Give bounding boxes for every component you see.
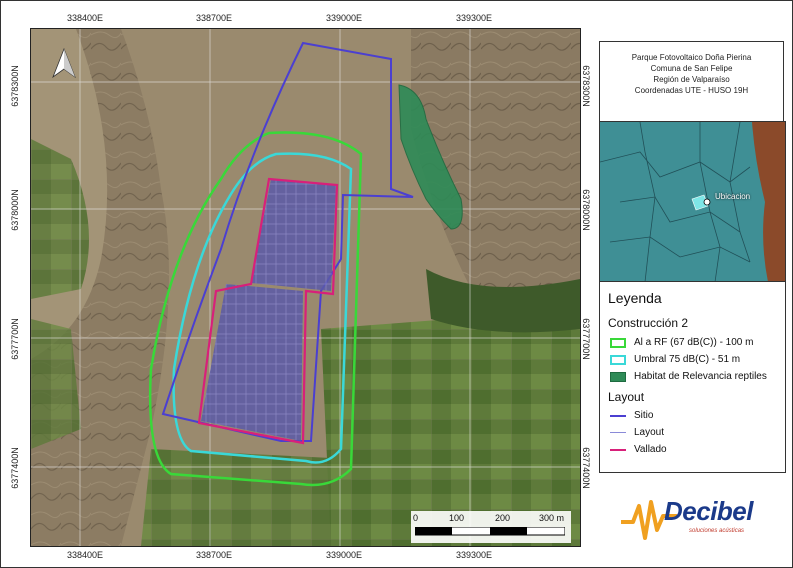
habitat-reptiles-polygon[interactable] — [398, 84, 463, 230]
coord-right-1: 6378300N — [581, 65, 591, 107]
coord-top-1: 338400E — [67, 13, 104, 23]
inset-canvas — [600, 122, 785, 282]
scale-label-100: 100 — [449, 513, 465, 523]
fields-south-east — [321, 309, 580, 546]
coordinate-grid — [31, 29, 580, 546]
scale-label-200: 200 — [495, 513, 511, 523]
inset-neighbor-area — [752, 122, 785, 282]
coord-left-4: 6377400N — [10, 447, 20, 489]
commune-name: Comuna de San Felipe — [650, 64, 733, 73]
coord-left-2: 6378000N — [10, 189, 20, 231]
legend-label-layout: Layout — [634, 427, 665, 438]
coord-right-3: 6377700N — [581, 318, 591, 360]
scale-label-300: 300 m — [539, 513, 565, 523]
riparian-vegetation — [426, 269, 580, 333]
scale-label-0: 0 — [413, 513, 419, 523]
north-arrow-icon — [52, 47, 76, 79]
buffer-51m[interactable] — [172, 152, 353, 464]
scale-bar-graphic — [415, 527, 565, 536]
coord-right-2: 6378000N — [581, 189, 591, 231]
coord-top-4: 339300E — [456, 13, 493, 23]
coord-right-4: 6377400N — [581, 447, 591, 489]
legend-box: Leyenda Construcción 2 Al a RF (67 dB(C)… — [599, 281, 786, 473]
legend-label-habitat: Habitat de Relevancia reptiles — [634, 371, 767, 382]
coord-left-1: 6378300N — [10, 65, 20, 107]
swatch-habitat — [610, 371, 626, 382]
location-inset-map[interactable]: Ubicacion — [599, 121, 786, 283]
coordinate-system: Coordenadas UTE - HUSO 19H — [634, 86, 749, 95]
legend-item-buffer-100m: Al a RF (67 dB(C)) - 100 m — [610, 337, 753, 348]
decibel-logo: Decibel soluciones acústicas — [619, 494, 779, 544]
logo-tagline: soluciones acústicas — [689, 528, 745, 534]
line-layout — [610, 432, 626, 433]
swatch-buffer-100m — [610, 337, 626, 348]
legend-item-site: Sitio — [610, 410, 653, 421]
coord-top-3: 339000E — [326, 13, 363, 23]
coord-left-3: 6377700N — [10, 318, 20, 360]
fields-south — [141, 449, 351, 546]
legend-label-fence: Vallado — [634, 444, 667, 455]
layout-panels-south[interactable] — [201, 284, 303, 441]
scale-bar: 0 100 200 300 m — [411, 511, 571, 543]
legend-group-layout: Layout — [608, 390, 645, 404]
fence-vallado[interactable] — [197, 177, 339, 445]
legend-item-habitat: Habitat de Relevancia reptiles — [610, 371, 767, 382]
legend-title: Leyenda — [608, 290, 662, 306]
site-boundary[interactable] — [161, 41, 414, 442]
legend-group-construction: Construcción 2 — [608, 316, 689, 330]
fields-west — [31, 139, 89, 299]
swatch-buffer-51m — [610, 354, 626, 365]
line-fence — [610, 448, 626, 451]
coord-top-2: 338700E — [196, 13, 233, 23]
satellite-map[interactable]: 0 100 200 300 m — [30, 28, 581, 547]
legend-item-layout: Layout — [610, 427, 664, 438]
line-site — [610, 414, 626, 417]
hill-area-east — [411, 29, 580, 329]
coord-bottom-3: 339000E — [326, 550, 363, 560]
layout-panels-north[interactable] — [251, 179, 336, 291]
inset-site-marker — [691, 194, 709, 211]
legend-label-buffer-51m: Umbral 75 dB(C) - 51 m — [634, 354, 741, 365]
coord-bottom-4: 339300E — [456, 550, 493, 560]
logo-name: Decibel — [664, 496, 754, 526]
coord-bottom-2: 338700E — [196, 550, 233, 560]
map-canvas — [31, 29, 580, 546]
legend-item-fence: Vallado — [610, 444, 667, 455]
side-panel: Parque Fotovoltaico Doña Pierina Comuna … — [599, 28, 786, 545]
location-point-icon — [703, 198, 711, 206]
inset-location-label: Ubicacion — [715, 192, 751, 201]
legend-item-buffer-51m: Umbral 75 dB(C) - 51 m — [610, 354, 740, 365]
region-name: Región de Valparaíso — [653, 75, 730, 84]
logo-wave-icon — [621, 500, 677, 540]
coord-bottom-1: 338400E — [67, 550, 104, 560]
project-name: Parque Fotovoltaico Doña Pierina — [631, 53, 752, 62]
fields-west-2 — [31, 319, 81, 449]
legend-label-buffer-100m: Al a RF (67 dB(C)) - 100 m — [634, 337, 754, 348]
buffer-100m[interactable] — [148, 131, 363, 487]
legend-label-site: Sitio — [634, 410, 654, 421]
